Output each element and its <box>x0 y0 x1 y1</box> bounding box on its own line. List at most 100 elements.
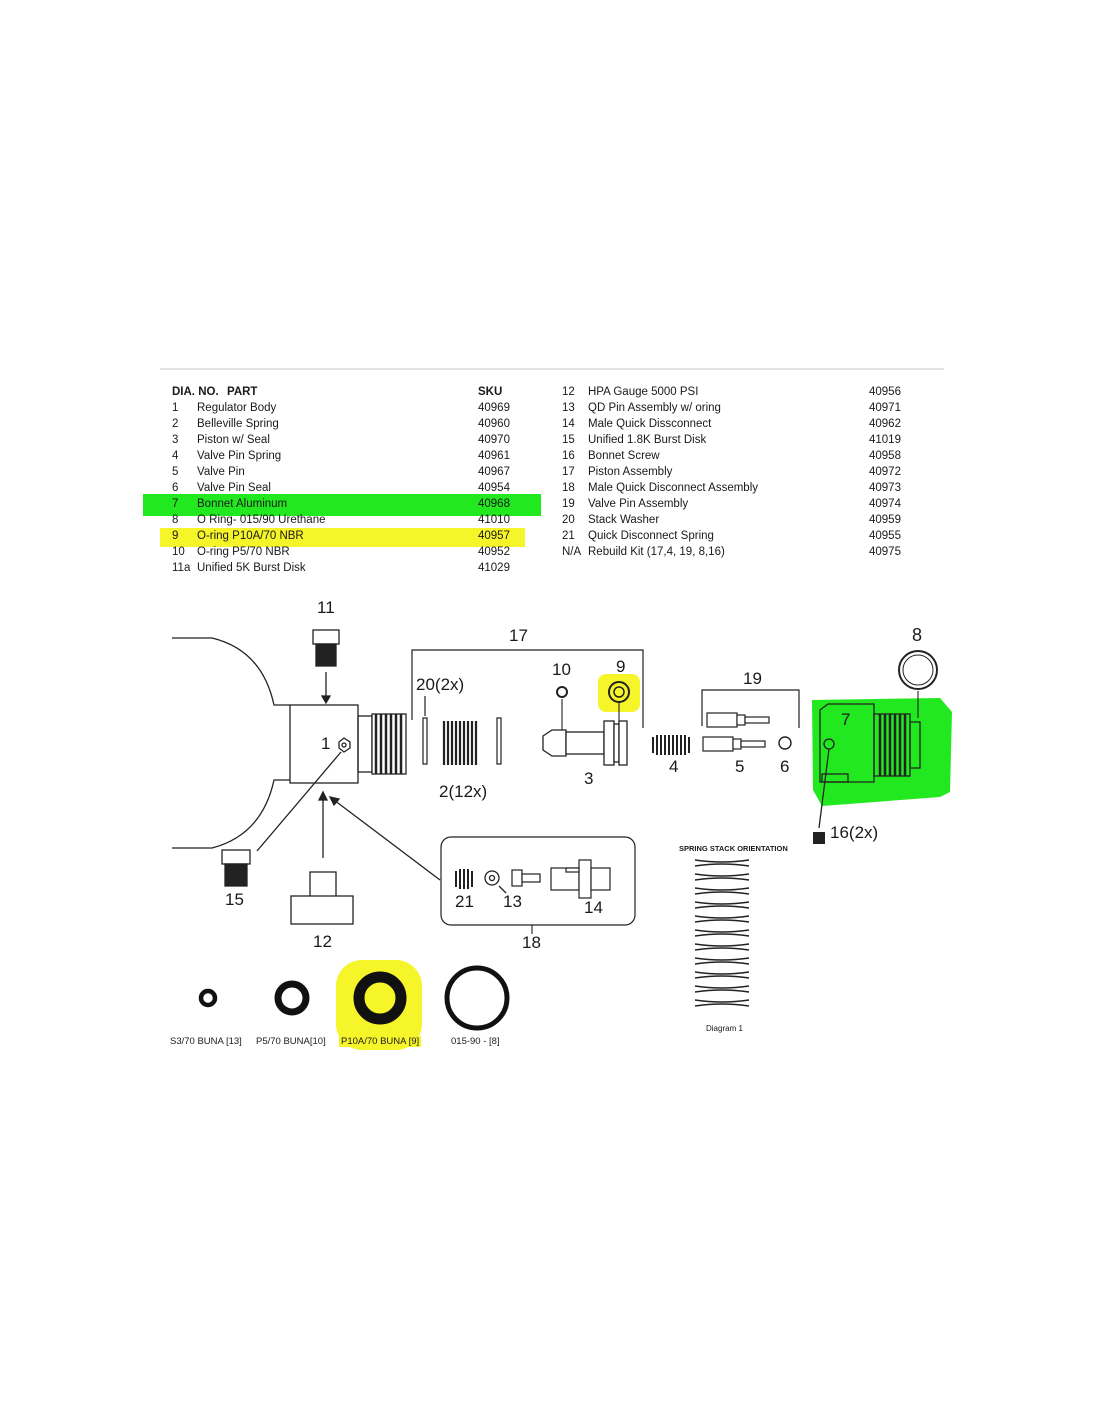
row-no: 21 <box>562 530 575 542</box>
highlight-oring-row <box>160 528 525 547</box>
row-no: 19 <box>562 498 575 510</box>
stack-washer-20b <box>496 717 502 765</box>
row-part: Valve Pin Spring <box>197 450 282 462</box>
oring9-highlight <box>598 674 640 712</box>
oring-8 <box>898 650 938 690</box>
row-sku: 40970 <box>478 434 510 446</box>
row-no: 7 <box>172 498 179 510</box>
row-sku: 40968 <box>478 498 510 510</box>
label-18: 18 <box>522 933 541 952</box>
label-2: 2(12x) <box>439 782 488 801</box>
qd-spring-21 <box>455 869 473 889</box>
row-sku: 40974 <box>869 498 901 510</box>
group-18-box <box>440 836 636 926</box>
bonnet-7 <box>818 703 921 829</box>
label-16: 16(2x) <box>830 823 879 842</box>
row-part: Unified 5K Burst Disk <box>197 562 306 574</box>
spring-stack-title: SPRING STACK ORIENTATION <box>679 844 788 853</box>
row-no: 9 <box>172 530 179 542</box>
row-part: Valve Pin Assembly <box>588 498 689 510</box>
row-part: O-ring P10A/70 NBR <box>197 530 304 542</box>
row-no: 5 <box>172 466 179 478</box>
oring-caption: 015-90 - [8] <box>451 1036 500 1047</box>
row-part: Valve Pin Seal <box>197 482 271 494</box>
oring-caption: S3/70 BUNA [13] <box>170 1036 242 1047</box>
table-row: 14 Male Quick Dissconnect 40962 <box>562 416 912 432</box>
label-19: 19 <box>743 669 762 688</box>
label-5: 5 <box>735 757 745 776</box>
header-part: PART <box>227 386 258 398</box>
row-no: 14 <box>562 418 575 430</box>
regulator-body <box>289 704 407 784</box>
row-no: 10 <box>172 546 185 558</box>
row-part: O Ring- 015/90 Urethane <box>197 514 326 526</box>
row-sku: 40967 <box>478 466 510 478</box>
row-no: 13 <box>562 402 575 414</box>
row-no: 8 <box>172 514 179 526</box>
valve-pin-seal-6 <box>778 736 792 750</box>
row-part: Male Quick Disconnect Assembly <box>588 482 759 494</box>
row-sku: 40975 <box>869 546 901 558</box>
row-sku: 40962 <box>869 418 901 430</box>
row-part: Belleville Spring <box>197 418 279 430</box>
row-sku: 40954 <box>478 482 510 494</box>
label-21: 21 <box>455 892 474 911</box>
bracket-17 <box>411 649 644 728</box>
row-sku: 40956 <box>869 386 901 398</box>
row-no: 11a <box>172 562 191 574</box>
label-4: 4 <box>669 757 679 776</box>
row-part: Male Quick Dissconnect <box>588 418 712 430</box>
oring-p10a-sample <box>353 971 407 1025</box>
row-sku: 41010 <box>478 514 510 526</box>
label-7: 7 <box>841 710 851 729</box>
spring-stack-caption: Diagram 1 <box>706 1024 743 1033</box>
bracket-19 <box>701 689 800 728</box>
label-11: 11 <box>317 598 335 617</box>
gauge-12 <box>290 790 354 925</box>
row-no: 18 <box>562 482 575 494</box>
piston-3 <box>542 720 628 766</box>
qd-pin-13 <box>511 869 541 887</box>
row-part: Bonnet Screw <box>588 450 660 462</box>
spring-stack-diagram <box>694 859 750 1007</box>
valve-pin-assembly-19 <box>706 712 770 728</box>
label-20: 20(2x) <box>416 675 465 694</box>
row-no: 20 <box>562 514 575 526</box>
row-part: QD Pin Assembly w/ oring <box>588 402 721 414</box>
row-part: Piston Assembly <box>588 466 673 478</box>
row-sku: 40955 <box>869 530 901 542</box>
label-13: 13 <box>503 892 522 911</box>
row-sku: 40959 <box>869 514 901 526</box>
table-row: 8 O Ring- 015/90 Urethane 41010 <box>172 512 532 528</box>
row-no: 15 <box>562 434 575 446</box>
belleville-spring-stack <box>442 721 478 765</box>
row-part: HPA Gauge 5000 PSI <box>588 386 699 398</box>
bonnet-screw-16 <box>813 832 825 844</box>
label-15: 15 <box>225 890 244 909</box>
oring-caption: P10A/70 BUNA [9] <box>339 1036 422 1047</box>
row-part: Stack Washer <box>588 514 660 526</box>
header-dia-no: DIA. NO. <box>172 386 219 398</box>
row-part: Rebuild Kit (17,4, 19, 8,16) <box>588 546 725 558</box>
label-17: 17 <box>509 626 528 645</box>
row-sku: 40961 <box>478 450 510 462</box>
row-no: 1 <box>172 402 179 414</box>
table-row: 7 Bonnet Aluminum 40968 <box>172 496 532 512</box>
row-part: O-ring P5/70 NBR <box>197 546 290 558</box>
row-no: 3 <box>172 434 179 446</box>
row-part: Valve Pin <box>197 466 245 478</box>
oring-s3-sample <box>198 988 218 1008</box>
table-header: DIA. NO. PART SKU <box>172 384 532 400</box>
row-part: Regulator Body <box>197 402 277 414</box>
row-part: Bonnet Aluminum <box>197 498 288 510</box>
